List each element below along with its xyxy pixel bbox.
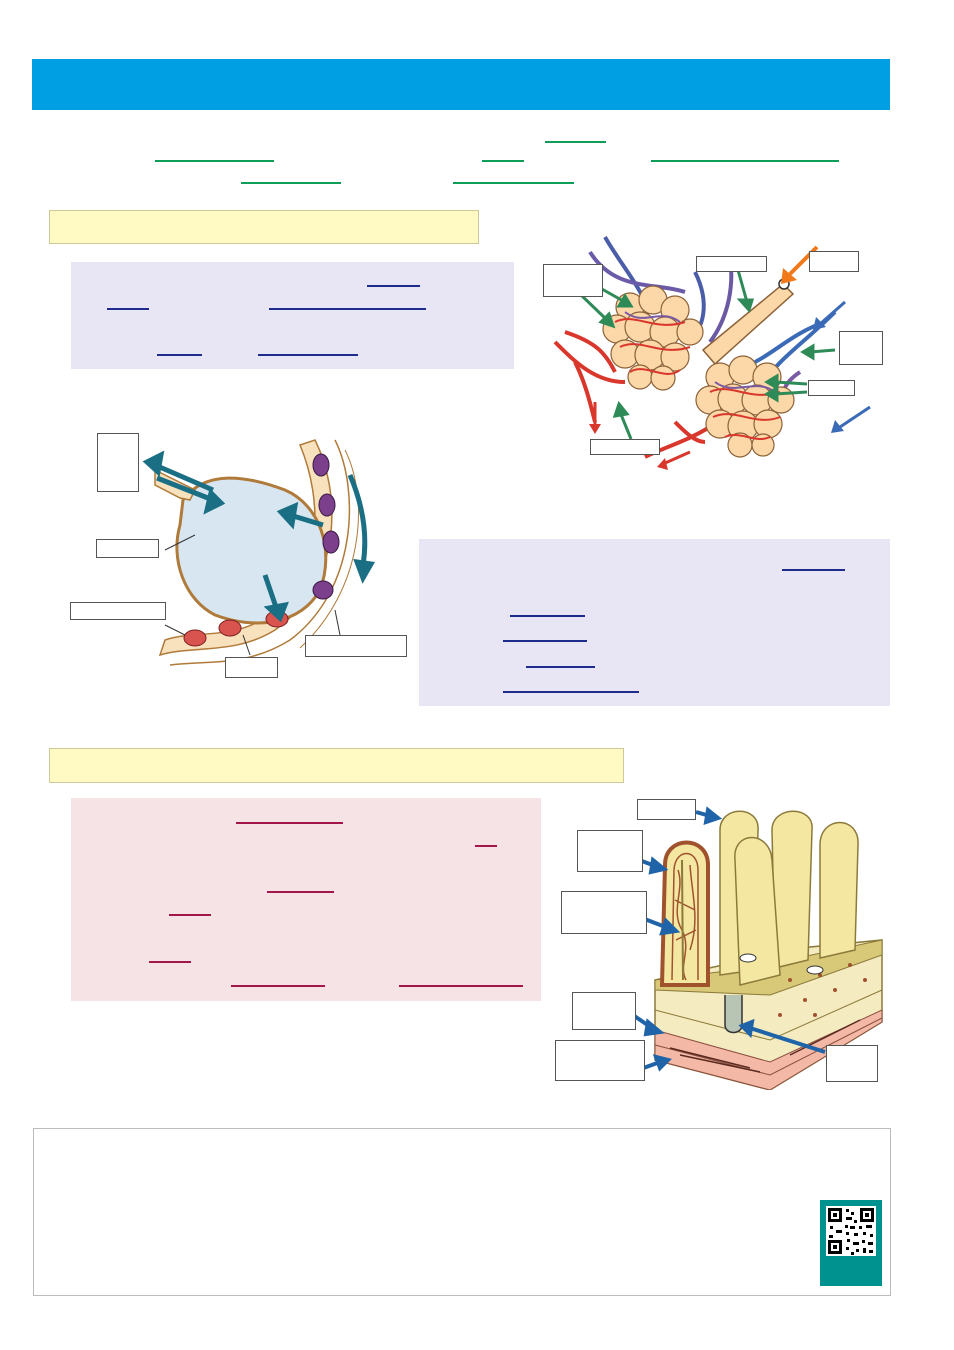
intro-blank[interactable] xyxy=(545,141,606,143)
alveoli-label-box[interactable] xyxy=(590,439,660,455)
alveoli-label-box[interactable] xyxy=(809,251,859,272)
gas-exchange-blank[interactable] xyxy=(503,640,587,642)
lungs-blank[interactable] xyxy=(367,285,420,287)
intestine-blank[interactable] xyxy=(475,845,497,847)
intestine-blank[interactable] xyxy=(236,822,343,824)
intro-blank[interactable] xyxy=(482,160,524,162)
section-heading-lungs xyxy=(49,210,479,244)
alveoli-label-box[interactable] xyxy=(696,256,767,272)
intestine-text-panel xyxy=(71,798,541,1001)
villi-label-box[interactable] xyxy=(555,1040,645,1081)
lungs-text-panel xyxy=(71,262,514,369)
gas-exchange-label-box[interactable] xyxy=(97,433,139,492)
lungs-blank[interactable] xyxy=(107,308,149,310)
intestine-blank[interactable] xyxy=(267,891,334,893)
alveoli-label-box[interactable] xyxy=(543,264,603,297)
intro-blank[interactable] xyxy=(241,182,341,184)
gas-exchange-label-box[interactable] xyxy=(70,602,166,620)
intestine-blank[interactable] xyxy=(149,961,191,963)
villi-label-box[interactable] xyxy=(637,799,696,820)
lungs-blank[interactable] xyxy=(157,354,202,356)
gas-exchange-blank[interactable] xyxy=(782,569,845,571)
villi-diagram xyxy=(628,806,883,1090)
footer-box xyxy=(33,1128,891,1296)
alveoli-label-box[interactable] xyxy=(808,380,855,396)
villi-label-box[interactable] xyxy=(561,891,647,934)
gas-exchange-label-box[interactable] xyxy=(225,657,278,678)
intro-blank[interactable] xyxy=(155,160,274,162)
alveoli-cluster-diagram xyxy=(553,236,871,470)
lungs-blank[interactable] xyxy=(269,308,426,310)
gas-exchange-label-box[interactable] xyxy=(96,539,159,558)
gas-exchange-text-panel xyxy=(419,539,890,706)
qr-code-icon xyxy=(826,1206,876,1256)
gas-exchange-diagram xyxy=(142,439,375,666)
section-heading-intestine xyxy=(49,748,624,783)
qr-code-frame[interactable] xyxy=(820,1200,882,1286)
title-bar xyxy=(32,59,890,110)
intestine-blank[interactable] xyxy=(399,985,523,987)
lungs-blank[interactable] xyxy=(258,354,358,356)
intestine-blank[interactable] xyxy=(231,985,325,987)
villi-label-box[interactable] xyxy=(577,830,643,872)
intestine-blank[interactable] xyxy=(169,914,211,916)
alveoli-label-box[interactable] xyxy=(839,331,883,365)
villi-label-box[interactable] xyxy=(572,992,636,1030)
villi-label-box[interactable] xyxy=(826,1045,878,1082)
gas-exchange-label-box[interactable] xyxy=(305,635,407,657)
gas-exchange-blank[interactable] xyxy=(503,691,639,693)
intro-blank[interactable] xyxy=(651,160,839,162)
gas-exchange-blank[interactable] xyxy=(510,615,585,617)
intro-blank[interactable] xyxy=(453,182,574,184)
gas-exchange-blank[interactable] xyxy=(526,666,595,668)
